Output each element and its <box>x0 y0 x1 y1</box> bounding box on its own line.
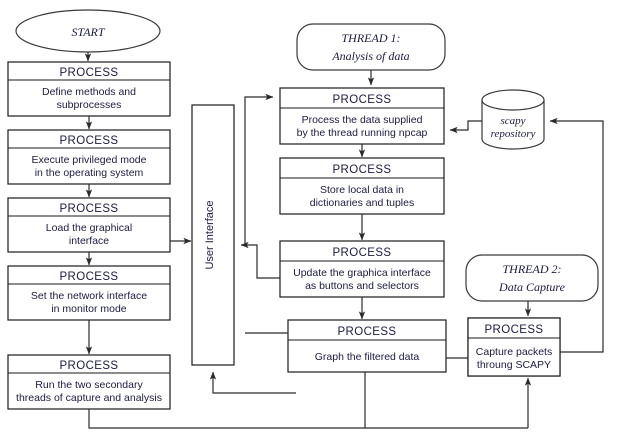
process-line1: Run the two secondary <box>35 379 143 391</box>
process-line2: in monitor mode <box>51 303 126 315</box>
process-store-local-data: PROCESS Store local data in dictionaries… <box>279 157 445 215</box>
process-line2: interface <box>69 235 109 247</box>
process-header: PROCESS <box>337 326 396 338</box>
process-line1: Load the graphical <box>46 222 132 234</box>
process-line1: Define methods and <box>42 86 136 98</box>
terminator-thread1: THREAD 1: Analysis of data <box>296 23 446 71</box>
user-interface-label: User Interface <box>204 200 216 269</box>
process-line1: Execute privileged mode <box>32 154 147 166</box>
terminator-start: START <box>15 9 161 53</box>
datastore-scapy-repository: scapy repository <box>481 89 545 150</box>
process-line1: Capture packets <box>476 346 552 358</box>
process-line1: Set the network interface <box>31 290 147 302</box>
process-header: PROCESS <box>332 164 391 176</box>
datastore-line1: scapy <box>500 115 525 127</box>
process-header: PROCESS <box>332 247 391 259</box>
process-line1: Graph the filtered data <box>315 351 420 363</box>
process-header: PROCESS <box>332 94 391 106</box>
process-line2: throung SCAPY <box>477 359 551 371</box>
process-execute-privileged-mode: PROCESS Execute privileged mode in the o… <box>7 129 171 185</box>
datastore-line2: repository <box>491 128 536 140</box>
container-user-interface: User Interface <box>191 104 235 366</box>
process-line2: threads of capture and analysis <box>16 392 162 404</box>
connector-update-ui-to-user-interface <box>240 241 280 279</box>
process-process-data-npcap: PROCESS Process the data supplied by the… <box>279 87 445 145</box>
connector-graph-to-user-interface-bottom <box>209 371 296 394</box>
process-line2: as buttons and selectors <box>305 280 419 292</box>
process-update-graphical-interface: PROCESS Update the graphica interface as… <box>279 240 445 298</box>
process-line2: in the operating system <box>35 167 144 179</box>
process-line2: by the thread running npcap <box>297 127 428 139</box>
process-line2: dictionaries and tuples <box>310 197 414 209</box>
terminator-thread1-line1: THREAD 1: <box>342 31 401 45</box>
process-line1: Update the graphica interface <box>293 267 431 279</box>
connector-p5-bottom-bus <box>88 409 528 429</box>
process-set-monitor-mode: PROCESS Set the network interface in mon… <box>7 265 171 321</box>
terminator-thread1-line2: Analysis of data <box>331 49 409 63</box>
process-header: PROCESS <box>59 135 118 147</box>
process-capture-packets: PROCESS Capture packets throung SCAPY <box>467 317 561 377</box>
terminator-thread2-line1: THREAD 2: <box>503 262 562 276</box>
terminator-thread2: THREAD 2: Data Capture <box>465 254 599 302</box>
process-line2: subprocesses <box>57 99 122 111</box>
process-run-secondary-threads: PROCESS Run the two secondary threads of… <box>7 354 171 410</box>
process-load-graphical-interface: PROCESS Load the graphical interface <box>7 197 171 253</box>
process-header: PROCESS <box>59 271 118 283</box>
process-define-methods: PROCESS Define methods and subprocesses <box>7 61 171 117</box>
process-header: PROCESS <box>59 67 118 79</box>
process-header: PROCESS <box>59 360 118 372</box>
process-header: PROCESS <box>59 203 118 215</box>
connector-user-interface-to-process-data <box>244 93 274 245</box>
process-line1: Process the data supplied <box>302 114 423 126</box>
process-line1: Store local data in <box>320 184 404 196</box>
terminator-thread2-line2: Data Capture <box>498 280 566 294</box>
process-header: PROCESS <box>484 324 543 336</box>
connector-scapy-to-process-data <box>449 120 482 134</box>
terminator-start-label: START <box>71 25 105 39</box>
process-graph-filtered-data: PROCESS Graph the filtered data <box>287 319 447 373</box>
connector-capture-to-scapy <box>549 117 604 353</box>
